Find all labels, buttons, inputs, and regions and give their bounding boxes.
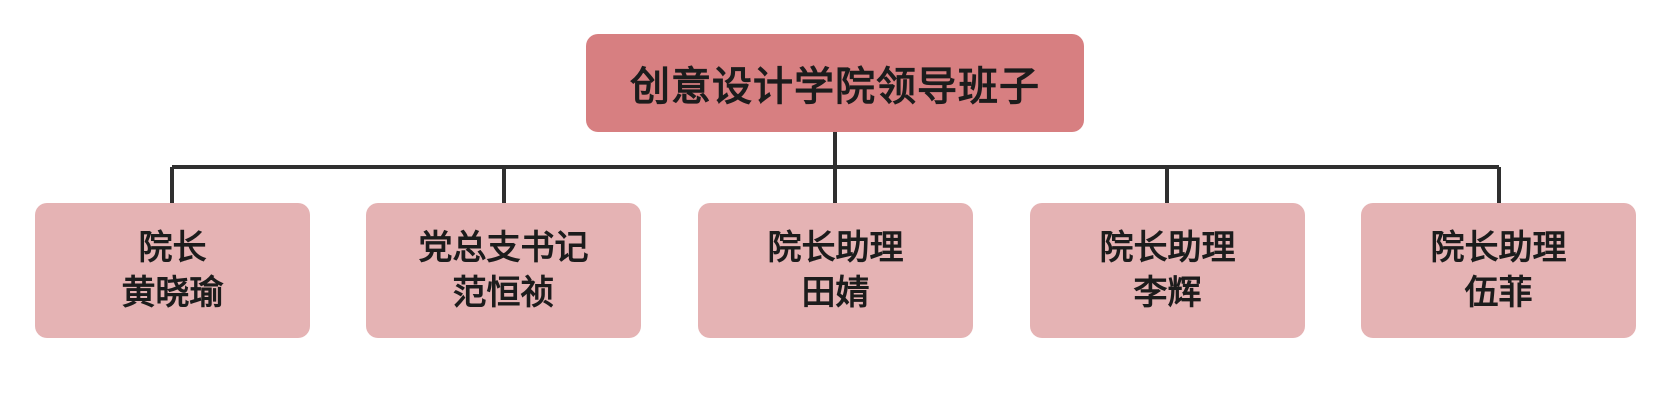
child-node-party-secretary: 党总支书记 范恒祯 xyxy=(366,203,641,338)
root-node: 创意设计学院领导班子 xyxy=(586,34,1084,132)
child-person-name: 田婧 xyxy=(801,272,870,313)
child-role: 院长助理 xyxy=(1430,228,1567,269)
child-role: 院长助理 xyxy=(767,228,904,269)
child-node-assistant-2: 院长助理 李辉 xyxy=(1030,203,1305,338)
child-role: 党总支书记 xyxy=(418,228,589,269)
child-node-assistant-3: 院长助理 伍菲 xyxy=(1361,203,1636,338)
child-person-name: 范恒祯 xyxy=(452,272,555,313)
child-role: 院长助理 xyxy=(1099,228,1236,269)
child-person-name: 伍菲 xyxy=(1464,272,1533,313)
child-node-dean: 院长 黄晓瑜 xyxy=(35,203,310,338)
child-role: 院长 xyxy=(138,228,207,269)
child-person-name: 黄晓瑜 xyxy=(121,272,224,313)
child-node-assistant-1: 院长助理 田婧 xyxy=(698,203,973,338)
child-person-name: 李辉 xyxy=(1133,272,1202,313)
root-label: 创意设计学院领导班子 xyxy=(630,64,1040,110)
